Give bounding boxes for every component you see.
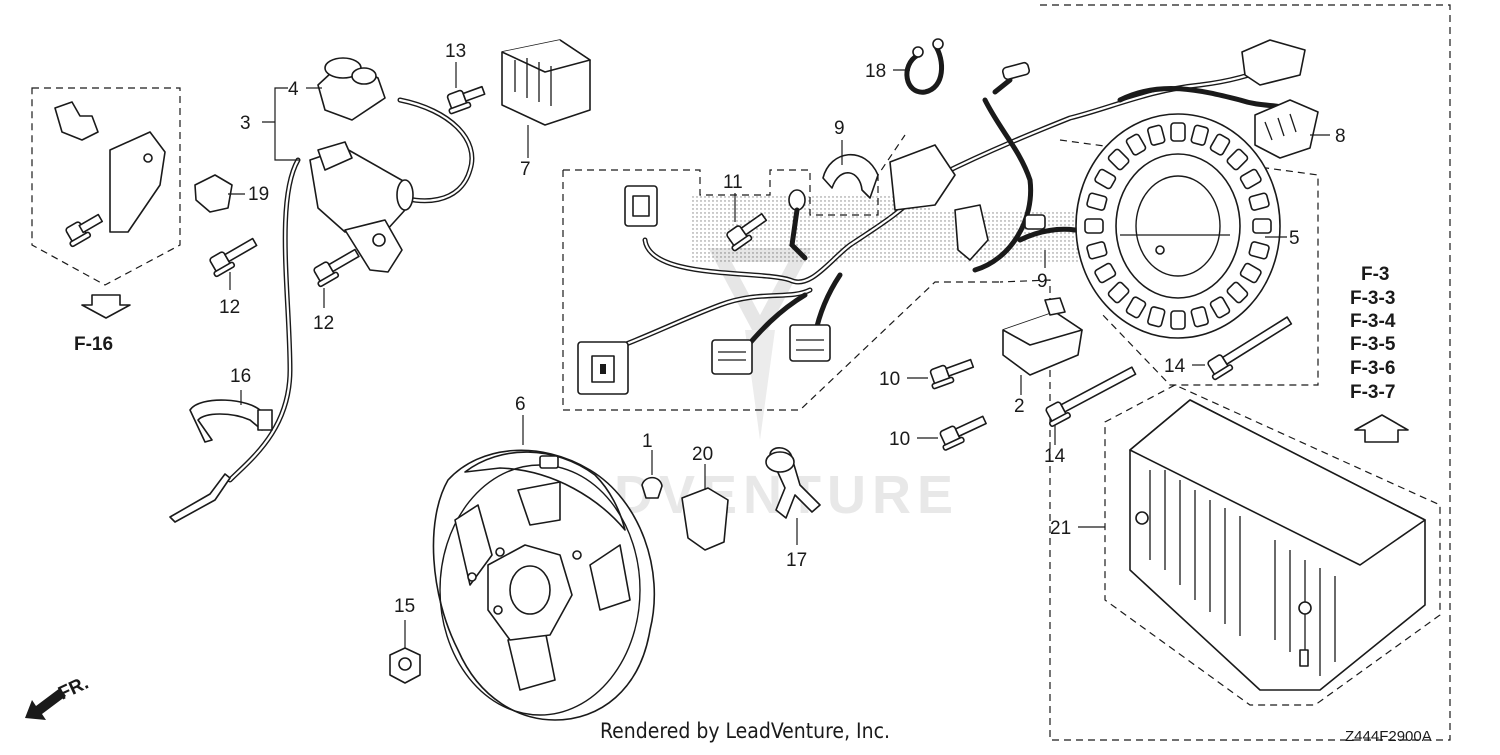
stator-tooth (1209, 133, 1231, 156)
callouts: 1 2 3 4 5 6 7 8 9 9 10 10 11 12 12 13 14… (219, 41, 1346, 617)
stator-tooth (1086, 241, 1108, 260)
bolt-10-b (935, 415, 987, 452)
reference-list: F-3 F-3-3 F-3-4 F-3-5 F-3-6 F-3-7 (1350, 264, 1396, 403)
ref-f16[interactable]: F-16 (74, 334, 113, 355)
leader-lines (228, 62, 1330, 648)
stator-tooth (1170, 310, 1186, 330)
callout-1[interactable]: 1 (642, 431, 653, 452)
control-unit-7 (501, 39, 591, 126)
stator-tooth (1209, 296, 1231, 319)
callout-14-a[interactable]: 14 (1164, 356, 1186, 377)
callout-4[interactable]: 4 (288, 79, 299, 100)
stator-tooth (1239, 168, 1262, 190)
flywheel-6 (432, 449, 656, 721)
stator-tooth (1248, 192, 1270, 211)
stator-tooth (1086, 192, 1108, 211)
ref-f37[interactable]: F-3-7 (1350, 382, 1395, 403)
rectifier-21 (1104, 384, 1441, 706)
stator-tooth (1226, 281, 1249, 304)
grommet-20 (681, 487, 729, 551)
stator-tooth (1170, 122, 1186, 142)
bolt-13 (443, 85, 486, 115)
stator-tooth (1252, 218, 1272, 234)
callout-21[interactable]: 21 (1050, 518, 1071, 539)
callout-9-a[interactable]: 9 (834, 118, 845, 139)
bolt-12-a (205, 237, 258, 278)
callout-12-b[interactable]: 12 (313, 313, 334, 334)
callout-3[interactable]: 3 (240, 113, 251, 134)
ref-f35[interactable]: F-3-5 (1350, 334, 1396, 355)
bolt-12-b (309, 248, 360, 288)
ignition-coil (169, 57, 475, 523)
wire-harness (562, 52, 1303, 411)
credit-text: Rendered by LeadVenture, Inc. (600, 719, 890, 743)
stator-tooth (1248, 241, 1270, 260)
bolt-11 (722, 212, 768, 253)
bolt-10-a (926, 358, 975, 390)
connector-8 (1241, 39, 1319, 159)
stator-tooth (1107, 148, 1130, 171)
callout-13[interactable]: 13 (445, 41, 466, 62)
callout-20[interactable]: 20 (692, 444, 713, 465)
diagram-code: Z444F2900A (1345, 728, 1432, 745)
callout-10-a[interactable]: 10 (879, 369, 900, 390)
stator-tooth (1094, 262, 1117, 284)
bolt-14-a (1041, 366, 1137, 428)
stator-tooth (1190, 306, 1209, 328)
callout-11[interactable]: 11 (723, 172, 743, 193)
wire-clip-18 (904, 38, 945, 95)
callout-8[interactable]: 8 (1335, 126, 1346, 147)
key-1 (641, 476, 663, 499)
stator-tooth (1226, 148, 1249, 171)
callout-5[interactable]: 5 (1289, 228, 1300, 249)
callout-17[interactable]: 17 (786, 550, 807, 571)
arrow-down-icon (81, 294, 131, 319)
callout-14-b[interactable]: 14 (1044, 446, 1066, 467)
callout-19[interactable]: 19 (248, 184, 269, 205)
callout-10-b[interactable]: 10 (889, 429, 910, 450)
stator-tooth (1094, 168, 1117, 190)
bolt-14-b (1203, 316, 1293, 381)
relay-2 (1002, 297, 1083, 376)
stator-tooth (1147, 306, 1166, 328)
tie-strap-16 (189, 399, 273, 443)
nut-15 (389, 647, 421, 684)
ref-f36[interactable]: F-3-6 (1350, 358, 1395, 379)
bracket-kit-group: F-16 (31, 87, 181, 355)
stator-tooth (1107, 281, 1130, 304)
clamp-17 (765, 447, 821, 519)
stator-tooth (1239, 262, 1262, 284)
ref-f33[interactable]: F-3-3 (1350, 288, 1395, 309)
callout-12-a[interactable]: 12 (219, 297, 240, 318)
callout-16[interactable]: 16 (230, 366, 251, 387)
callout-18[interactable]: 18 (865, 61, 886, 82)
stator-5 (999, 4, 1451, 741)
stator-tooth (1147, 124, 1166, 146)
stator-tooth (1125, 133, 1147, 156)
callout-6[interactable]: 6 (515, 394, 526, 415)
ref-f34[interactable]: F-3-4 (1350, 311, 1396, 332)
callout-9-b[interactable]: 9 (1037, 271, 1048, 292)
arrow-up-icon (1354, 414, 1409, 443)
callout-15[interactable]: 15 (394, 596, 415, 617)
stator-tooth (1084, 218, 1104, 234)
stator-tooth (1125, 296, 1147, 319)
front-arrow-icon: FR. (25, 673, 92, 720)
callout-7[interactable]: 7 (520, 159, 531, 180)
stator-tooth (1190, 124, 1209, 146)
clip-19 (194, 174, 233, 213)
callout-2[interactable]: 2 (1014, 396, 1025, 417)
ref-f3[interactable]: F-3 (1361, 264, 1390, 285)
